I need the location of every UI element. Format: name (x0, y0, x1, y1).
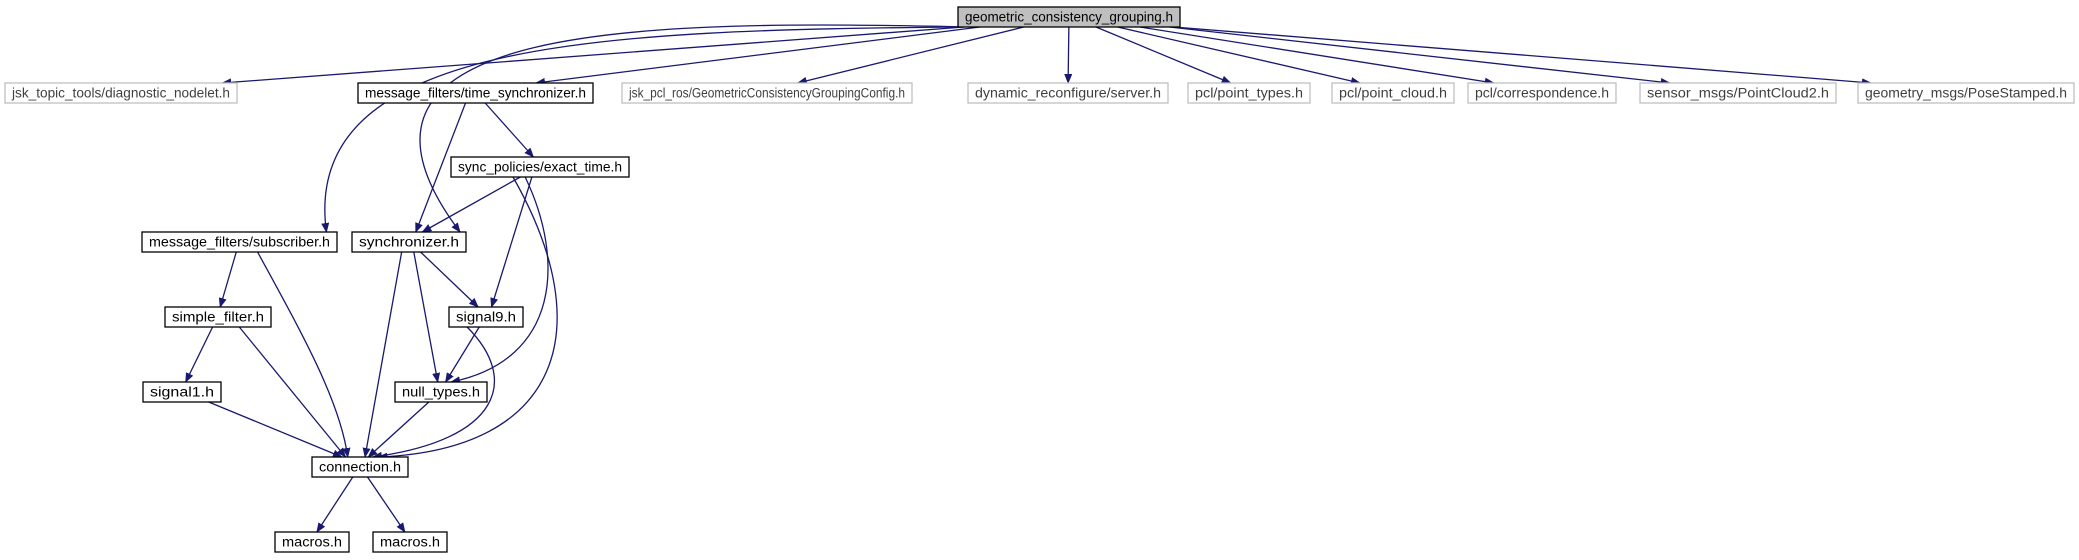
node-label: signal1.h (150, 385, 214, 400)
edge-root-to-mf_subscriber (321, 26, 965, 233)
node-label: pcl/point_cloud.h (1339, 86, 1447, 101)
node-box (957, 6, 1181, 28)
node-label: pcl/point_types.h (1195, 86, 1303, 101)
node-mf-subscriber[interactable]: message_filters/subscriber.h (141, 231, 338, 253)
node-box (450, 156, 630, 178)
edge-root-to-pcl_point_cloud (1117, 26, 1361, 85)
node-box (1331, 82, 1455, 104)
node-label: message_filters/subscriber.h (149, 235, 330, 250)
edge-signal9-to-null_types (445, 326, 480, 383)
node-label: sync_policies/exact_time.h (458, 160, 622, 175)
edge-root-to-pcl_point_types (1095, 26, 1232, 84)
edge-mf_time_sync-to-synchronizer (415, 102, 467, 233)
node-jsk-diag: jsk_topic_tools/diagnostic_nodelet.h (4, 82, 238, 104)
edge-synchronizer-to-signal9 (420, 251, 479, 308)
node-label: message_filters/time_synchronizer.h (365, 86, 586, 101)
node-label: null_types.h (402, 385, 480, 400)
node-macros-a[interactable]: macros.h (274, 531, 350, 553)
node-label: connection.h (319, 460, 401, 475)
node-label: sensor_msgs/PointCloud2.h (1647, 86, 1829, 101)
node-label: macros.h (282, 535, 342, 550)
node-box (1639, 82, 1837, 104)
edge-root-to-jsk_config (796, 26, 1024, 85)
node-box (4, 82, 238, 104)
edge-connection-to-macros_b (366, 476, 406, 533)
node-label: pcl/correspondence.h (1475, 86, 1609, 101)
node-signal9[interactable]: signal9.h (448, 306, 524, 328)
node-label: macros.h (380, 535, 440, 550)
edge-root-to-sensor_pc2 (1169, 26, 1671, 86)
node-label: simple_filter.h (172, 310, 264, 325)
node-mf-time-sync[interactable]: message_filters/time_synchronizer.h (357, 82, 594, 104)
node-box (372, 531, 448, 553)
node-pcl-corr: pcl/correspondence.h (1467, 82, 1617, 104)
node-connection[interactable]: connection.h (311, 456, 409, 478)
edge-synchronizer-to-null_types (413, 251, 441, 383)
node-box (1187, 82, 1311, 104)
node-signal1[interactable]: signal1.h (142, 381, 222, 403)
node-synchronizer[interactable]: synchronizer.h (351, 231, 467, 253)
edge-root-to-dyn_server (1064, 26, 1073, 84)
edge-connection-to-macros_a (316, 476, 354, 533)
edge-signal1-to-connection (208, 401, 343, 458)
edge-mf_subscriber-to-simple_filter (218, 251, 237, 308)
edges-layer (185, 24, 1872, 533)
node-dyn-server: dynamic_reconfigure/server.h (967, 82, 1169, 104)
edge-root-to-synchronizer (419, 24, 971, 233)
node-box (141, 231, 338, 253)
edge-root-to-jsk_diag (221, 26, 965, 87)
edge-simple_filter-to-connection (238, 326, 347, 458)
node-null-types[interactable]: null_types.h (394, 381, 488, 403)
node-label: geometric_consistency_grouping.h (965, 10, 1173, 25)
edge-root-to-geom_pose (1173, 26, 1872, 87)
node-box (311, 456, 409, 478)
node-pcl-point-types: pcl/point_types.h (1187, 82, 1311, 104)
node-sensor-pc2: sensor_msgs/PointCloud2.h (1639, 82, 1837, 104)
node-label: geometry_msgs/PoseStamped.h (1865, 86, 2067, 101)
edge-null_types-to-connection (367, 401, 430, 458)
node-jsk-config: jsk_pcl_ros/GeometricConsistencyGrouping… (621, 82, 913, 104)
node-box (967, 82, 1169, 104)
edge-mf_time_sync-to-sync_exact (484, 102, 535, 158)
node-label: jsk_topic_tools/diagnostic_nodelet.h (11, 86, 230, 101)
edge-signal9-to-connection (371, 326, 496, 460)
node-box (274, 531, 350, 553)
edge-sync_exact-to-null_types (450, 176, 549, 385)
node-label: signal9.h (456, 310, 516, 325)
node-box (394, 381, 488, 403)
edge-root-to-pcl_corr (1139, 26, 1495, 86)
edge-sync_exact-to-signal9 (490, 176, 533, 308)
node-root[interactable]: geometric_consistency_grouping.h (957, 6, 1181, 28)
node-label: synchronizer.h (359, 235, 459, 250)
node-box (351, 231, 467, 253)
edge-sync_exact-to-connection (377, 176, 558, 461)
edge-mf_subscriber-to-connection (257, 251, 351, 458)
edge-simple_filter-to-signal1 (185, 326, 214, 383)
node-box (142, 381, 222, 403)
edge-root-to-mf_time_sync (535, 26, 981, 86)
node-label: dynamic_reconfigure/server.h (975, 86, 1161, 101)
node-box (357, 82, 594, 104)
node-box (1857, 82, 2075, 104)
node-box (1467, 82, 1617, 104)
node-pcl-point-cloud: pcl/point_cloud.h (1331, 82, 1455, 104)
node-geom-pose: geometry_msgs/PoseStamped.h (1857, 82, 2075, 104)
node-box (164, 306, 272, 328)
node-sync-exact[interactable]: sync_policies/exact_time.h (450, 156, 630, 178)
node-box (448, 306, 524, 328)
node-label: jsk_pcl_ros/GeometricConsistencyGrouping… (628, 86, 905, 101)
edge-synchronizer-to-connection (362, 251, 403, 458)
nodes-layer: geometric_consistency_grouping.h jsk_topi… (4, 6, 2075, 553)
node-macros-b[interactable]: macros.h (372, 531, 448, 553)
edge-sync_exact-to-synchronizer (421, 176, 521, 233)
node-box (621, 82, 913, 104)
node-simple-filter[interactable]: simple_filter.h (164, 306, 272, 328)
